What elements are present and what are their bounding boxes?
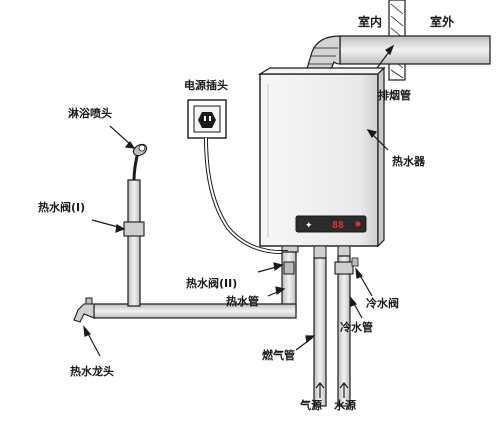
power-socket bbox=[187, 99, 227, 139]
arrow-faucet bbox=[83, 325, 92, 337]
brand-logo: ✦ bbox=[305, 221, 313, 231]
outdoor-label: 室外 bbox=[430, 15, 455, 29]
arrow-shower bbox=[124, 140, 136, 149]
gas-source-label: 气源 bbox=[300, 399, 322, 412]
hot-valve-2-label: 热水阀(II) bbox=[186, 277, 238, 290]
arrow-flue bbox=[385, 44, 395, 56]
arrow-cold-water-pipe bbox=[349, 295, 358, 307]
gas-pipe-label: 燃气管 bbox=[262, 349, 295, 362]
hot-valve-1-label: 热水阀(I) bbox=[38, 201, 86, 214]
indicator-light bbox=[355, 221, 361, 227]
flue-pipe-label: 排烟管 bbox=[378, 89, 411, 102]
hot-water-pipe-label: 热水管 bbox=[226, 295, 259, 308]
hot-water-pipe bbox=[93, 179, 297, 319]
cold-water-pipe bbox=[334, 255, 359, 407]
water-heater: ✦ 88 bbox=[257, 66, 386, 259]
power-socket-label: 电源插头 bbox=[184, 79, 228, 92]
indoor-label: 室内 bbox=[358, 15, 383, 29]
source-arrows bbox=[315, 382, 349, 398]
water-source-label: 水源 bbox=[334, 399, 356, 412]
arrow-hot-valve-2 bbox=[273, 262, 284, 272]
control-panel bbox=[295, 215, 367, 233]
hot-faucet bbox=[73, 297, 95, 323]
gas-pipe bbox=[313, 257, 327, 407]
temperature-readout: 88 bbox=[332, 220, 344, 231]
cold-water-pipe-label: 冷水管 bbox=[340, 321, 373, 334]
shower bbox=[132, 143, 148, 181]
water-heater-label: 热水器 bbox=[392, 155, 425, 168]
arrow-hot-water-pipe bbox=[275, 286, 286, 296]
arrow-gas-pipe bbox=[305, 335, 316, 344]
hot-faucet-label: 热水龙头 bbox=[70, 365, 114, 378]
leader-arrows bbox=[83, 44, 395, 357]
arrow-cold-valve bbox=[355, 267, 364, 279]
cold-valve-label: 冷水阀 bbox=[366, 297, 399, 310]
arrow-hot-valve-1 bbox=[115, 224, 126, 233]
arrow-heater bbox=[366, 129, 378, 139]
shower-head-label: 淋浴喷头 bbox=[68, 107, 112, 120]
